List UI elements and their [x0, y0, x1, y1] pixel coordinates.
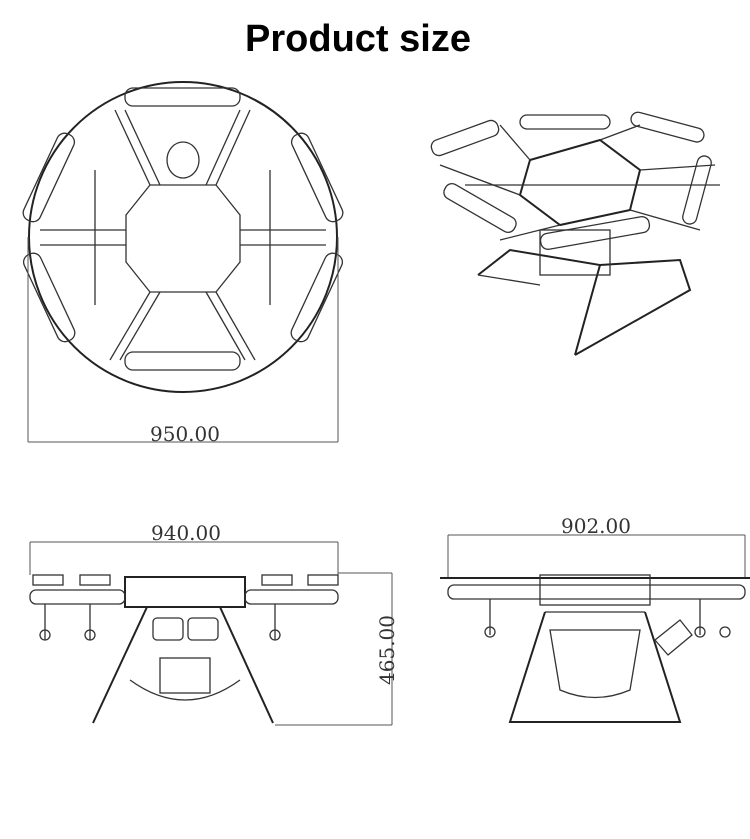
side-width-dimension-label: 902.00 — [561, 514, 631, 538]
front-height-dimension-label: 465.00 — [375, 615, 399, 685]
side-view-drawing: 902.00 — [440, 514, 750, 723]
dimension-lines — [447, 534, 746, 578]
isometric-view-drawing — [430, 111, 720, 356]
folded-propeller — [22, 87, 344, 371]
dimension-lines — [27, 237, 339, 443]
top-view-dimension-label: 950.00 — [150, 422, 220, 446]
dimension-lines — [29, 541, 393, 726]
front-view-drawing: 940.00 465.00 — [29, 521, 399, 726]
page-title: Product size — [245, 18, 471, 60]
front-width-dimension-label: 940.00 — [151, 521, 221, 545]
top-view-drawing: 950.00 — [22, 81, 344, 446]
